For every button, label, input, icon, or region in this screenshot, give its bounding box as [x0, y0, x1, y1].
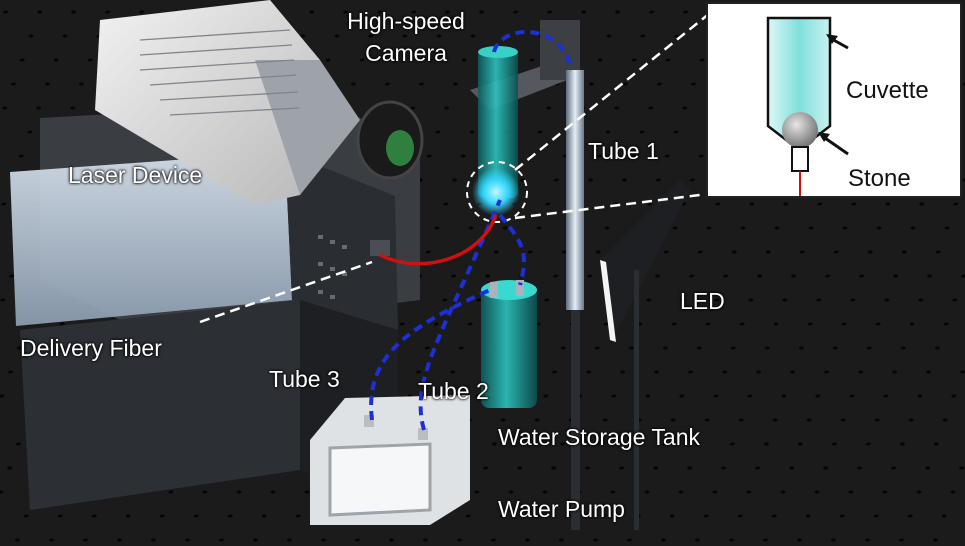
- pointer-lines: [199, 4, 721, 324]
- delivery-fiber: [379, 214, 498, 266]
- high-speed-camera: [95, 0, 424, 205]
- inset-cuvette-detail: Cuvette Stone: [706, 2, 962, 198]
- cuvette-label: Cuvette: [846, 77, 929, 104]
- inset-drawing: [766, 16, 849, 196]
- camera-label-line1: High-speed: [347, 8, 465, 34]
- inset-stone: [782, 112, 818, 148]
- water-pump-label: Water Pump: [498, 496, 625, 522]
- camera-label-line2: Camera: [365, 40, 447, 66]
- water-storage-tank: [481, 280, 537, 408]
- glowing-stone: [472, 168, 520, 216]
- led-label: LED: [680, 288, 725, 314]
- tube-3-label: Tube 3: [269, 366, 340, 392]
- tube-2-label: Tube 2: [418, 378, 489, 404]
- delivery-fiber-label: Delivery Fiber: [20, 335, 162, 361]
- stone-label: Stone: [848, 165, 911, 192]
- tube-1: [566, 70, 584, 310]
- stone-arrow: [821, 134, 849, 156]
- laser-device-label: Laser Device: [68, 162, 203, 188]
- led-panel: [600, 180, 690, 530]
- water-pump: [310, 395, 470, 525]
- tube-1-label: Tube 1: [588, 138, 659, 164]
- water-storage-tank-label: Water Storage Tank: [498, 424, 700, 450]
- magnified-region-circle: [466, 161, 528, 223]
- tubing-lines: [369, 30, 574, 431]
